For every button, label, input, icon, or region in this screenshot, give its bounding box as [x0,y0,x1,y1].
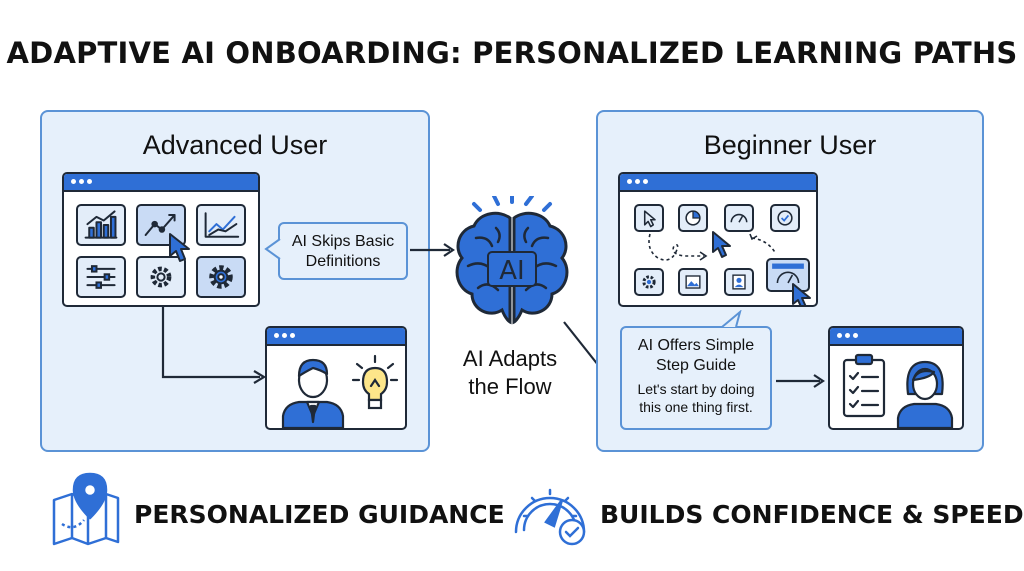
beginner-checklist-window [828,326,964,430]
pointer-icon[interactable] [634,204,664,232]
brain-badge: AI [499,256,524,286]
image-icon[interactable] [678,268,708,296]
user-card-icon[interactable] [724,268,754,296]
pie-chart-icon[interactable] [678,204,708,232]
window-titlebar [620,174,816,192]
map-location-icon [52,472,120,546]
ai-skips-callout: AI Skips Basic Definitions [278,222,408,280]
settings-gear-icon[interactable] [196,256,246,298]
gear-icon[interactable] [136,256,186,298]
brain-caption-line2: the Flow [468,374,552,399]
sliders-icon[interactable] [76,256,126,298]
skip-to-brain-arrow [410,243,455,257]
ai-offers-line2: Step Guide [655,357,737,374]
callout-pointer [264,238,281,260]
mouse-cursor-icon [792,283,811,305]
window-titlebar [830,328,962,346]
brain-caption: AI Adapts the Flow [440,345,580,401]
ai-brain-icon: AI [455,196,569,325]
advanced-expert-window [265,326,407,430]
page-title: ADAPTIVE AI ONBOARDING: PERSONALIZED LEA… [6,36,1018,70]
woman-avatar-icon [896,360,954,428]
settings-icon[interactable] [634,268,664,296]
speed-gauge-icon[interactable] [766,258,810,292]
businessman-avatar-icon [281,358,345,428]
window-titlebar [267,328,405,346]
clipboard-checklist-icon [842,353,886,418]
callout-pointer [721,310,742,328]
guide-path-dashed-arrows [648,233,777,261]
mouse-cursor-icon [712,231,731,258]
ai-skips-line2: Definitions [305,253,381,270]
trend-chart-icon[interactable] [196,204,246,246]
personalized-guidance-label: PERSONALIZED GUIDANCE [134,500,505,529]
check-badge-icon[interactable] [770,204,800,232]
bar-chart-icon[interactable] [76,204,126,246]
advanced-flow-arrow [161,307,267,384]
window-titlebar [64,174,258,192]
guide-to-checklist-arrow [776,374,825,388]
speedometer-check-icon [514,488,586,546]
ai-offers-line1: AI Offers Simple [637,337,755,354]
ai-offers-guide-callout: AI Offers Simple Step Guide Let's start … [620,326,772,430]
builds-confidence-label: BUILDS CONFIDENCE & SPEED [600,500,1024,529]
advanced-dashboard-window [62,172,260,307]
beginner-tutorial-window [618,172,818,307]
mouse-cursor-icon [169,233,190,262]
guide-quote-line2: this one thing first. [639,399,753,415]
dashboard-gauge-icon[interactable] [724,204,754,232]
guide-quote-line1: Let's start by doing [637,381,755,397]
brain-caption-line1: AI Adapts [462,346,558,371]
beginner-user-title: Beginner User [703,130,877,160]
ai-skips-line1: AI Skips Basic [291,233,395,250]
advanced-user-title: Advanced User [142,130,328,160]
lightbulb-icon [351,354,399,410]
